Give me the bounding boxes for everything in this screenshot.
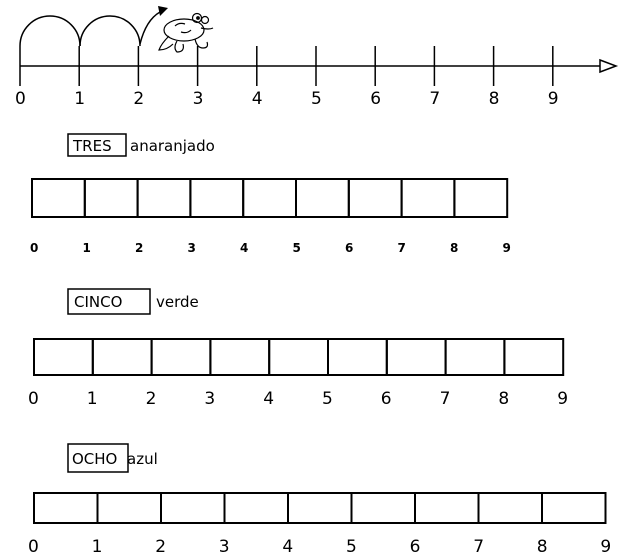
- word-box: [67, 133, 127, 157]
- strip-cell[interactable]: [503, 338, 565, 376]
- strip-cell[interactable]: [136, 178, 192, 218]
- strip-cell[interactable]: [189, 178, 245, 218]
- strip-label: 0: [30, 241, 38, 255]
- strip-cell[interactable]: [33, 338, 94, 376]
- strip-cell[interactable]: [242, 178, 297, 218]
- strip-cell[interactable]: [400, 178, 456, 218]
- strip-label: 0: [28, 537, 39, 557]
- strip-label: 9: [557, 389, 568, 409]
- strip-label: 5: [346, 537, 357, 557]
- word-box: [67, 443, 129, 473]
- strip-label: 1: [92, 537, 103, 557]
- strip-cell[interactable]: [33, 492, 99, 524]
- strip-label: 3: [219, 537, 230, 557]
- color-word: anaranjado: [130, 137, 215, 155]
- number-line-label: 2: [133, 89, 144, 109]
- strip-cell[interactable]: [385, 338, 447, 376]
- strip-label: 4: [282, 537, 293, 557]
- color-word: azul: [127, 450, 158, 468]
- number-line-label: 1: [74, 89, 85, 109]
- strip-cell[interactable]: [223, 492, 289, 524]
- exercise-cinco: CINCO verde 0 1 2 3 4 5 6 7 8 9: [28, 288, 568, 409]
- number-line-label: 4: [252, 89, 263, 109]
- strip-label: 3: [204, 389, 215, 409]
- strip-cell[interactable]: [347, 178, 403, 218]
- number-line-label: 3: [193, 89, 204, 109]
- strip-cell[interactable]: [268, 338, 330, 376]
- strip-label: 3: [188, 241, 196, 255]
- strip-label: 6: [345, 241, 353, 255]
- strip-cell[interactable]: [96, 492, 162, 524]
- strip-label: 8: [450, 241, 458, 255]
- strip-cell[interactable]: [31, 178, 86, 218]
- strip-label: 1: [87, 389, 98, 409]
- strip-label: 6: [381, 389, 392, 409]
- strip-label: 2: [135, 241, 143, 255]
- strip-label: 7: [440, 389, 451, 409]
- strip-cell[interactable]: [91, 338, 153, 376]
- strip-cell[interactable]: [444, 338, 506, 376]
- exercise-tres: TRES anaranjado 0 1 2 3 4 5 6 7 8 9: [30, 133, 511, 255]
- number-word: CINCO: [74, 293, 122, 311]
- strip-label: 9: [600, 537, 611, 557]
- strip-label: 0: [28, 389, 39, 409]
- strip-label: 7: [398, 241, 406, 255]
- color-word: verde: [156, 293, 199, 311]
- jump-arc-1: [19, 15, 81, 47]
- arrow-right-icon: [139, 6, 168, 45]
- exercise-ocho: OCHO azul 0 1 2 3 4 5 6 7 8 9: [28, 443, 611, 557]
- strip-label: 6: [410, 537, 421, 557]
- strip-cell[interactable]: [150, 338, 212, 376]
- strip-cell[interactable]: [287, 492, 353, 524]
- strip-label: 7: [473, 537, 484, 557]
- frog-icon: [158, 12, 214, 53]
- number-line-label: 5: [311, 89, 322, 109]
- strip-label: 1: [83, 241, 91, 255]
- strip-cell[interactable]: [295, 178, 350, 218]
- strip-label: 9: [503, 241, 511, 255]
- number-word: OCHO: [72, 450, 117, 468]
- number-line-label: 8: [489, 89, 500, 109]
- strip-cell[interactable]: [83, 178, 139, 218]
- strip-label: 8: [498, 389, 509, 409]
- number-line: 0 1 2 3 4 5 6 7 8 9: [15, 6, 619, 109]
- word-box: [67, 288, 151, 315]
- number-line-label: 6: [370, 89, 381, 109]
- number-line-label: 7: [429, 89, 440, 109]
- strip-cell[interactable]: [414, 492, 480, 524]
- strip-cell[interactable]: [477, 492, 543, 524]
- number-line-arrowhead: [599, 58, 619, 74]
- strip-cell[interactable]: [453, 178, 509, 218]
- strip-label: 2: [155, 537, 166, 557]
- number-line-label: 9: [548, 89, 559, 109]
- number-word: TRES: [72, 137, 112, 155]
- strip-label: 5: [293, 241, 301, 255]
- strip-cell[interactable]: [327, 338, 388, 376]
- strip-label: 8: [537, 537, 548, 557]
- strip-cell[interactable]: [209, 338, 271, 376]
- strip-cell[interactable]: [541, 492, 607, 524]
- strip-label: 4: [240, 241, 248, 255]
- jump-arc-2: [79, 15, 141, 47]
- strip-label: 5: [322, 389, 333, 409]
- number-line-label: 0: [15, 89, 26, 109]
- strip-label: 4: [263, 389, 274, 409]
- strip-cell[interactable]: [160, 492, 226, 524]
- strip-label: 2: [146, 389, 157, 409]
- strip-cell[interactable]: [350, 492, 416, 524]
